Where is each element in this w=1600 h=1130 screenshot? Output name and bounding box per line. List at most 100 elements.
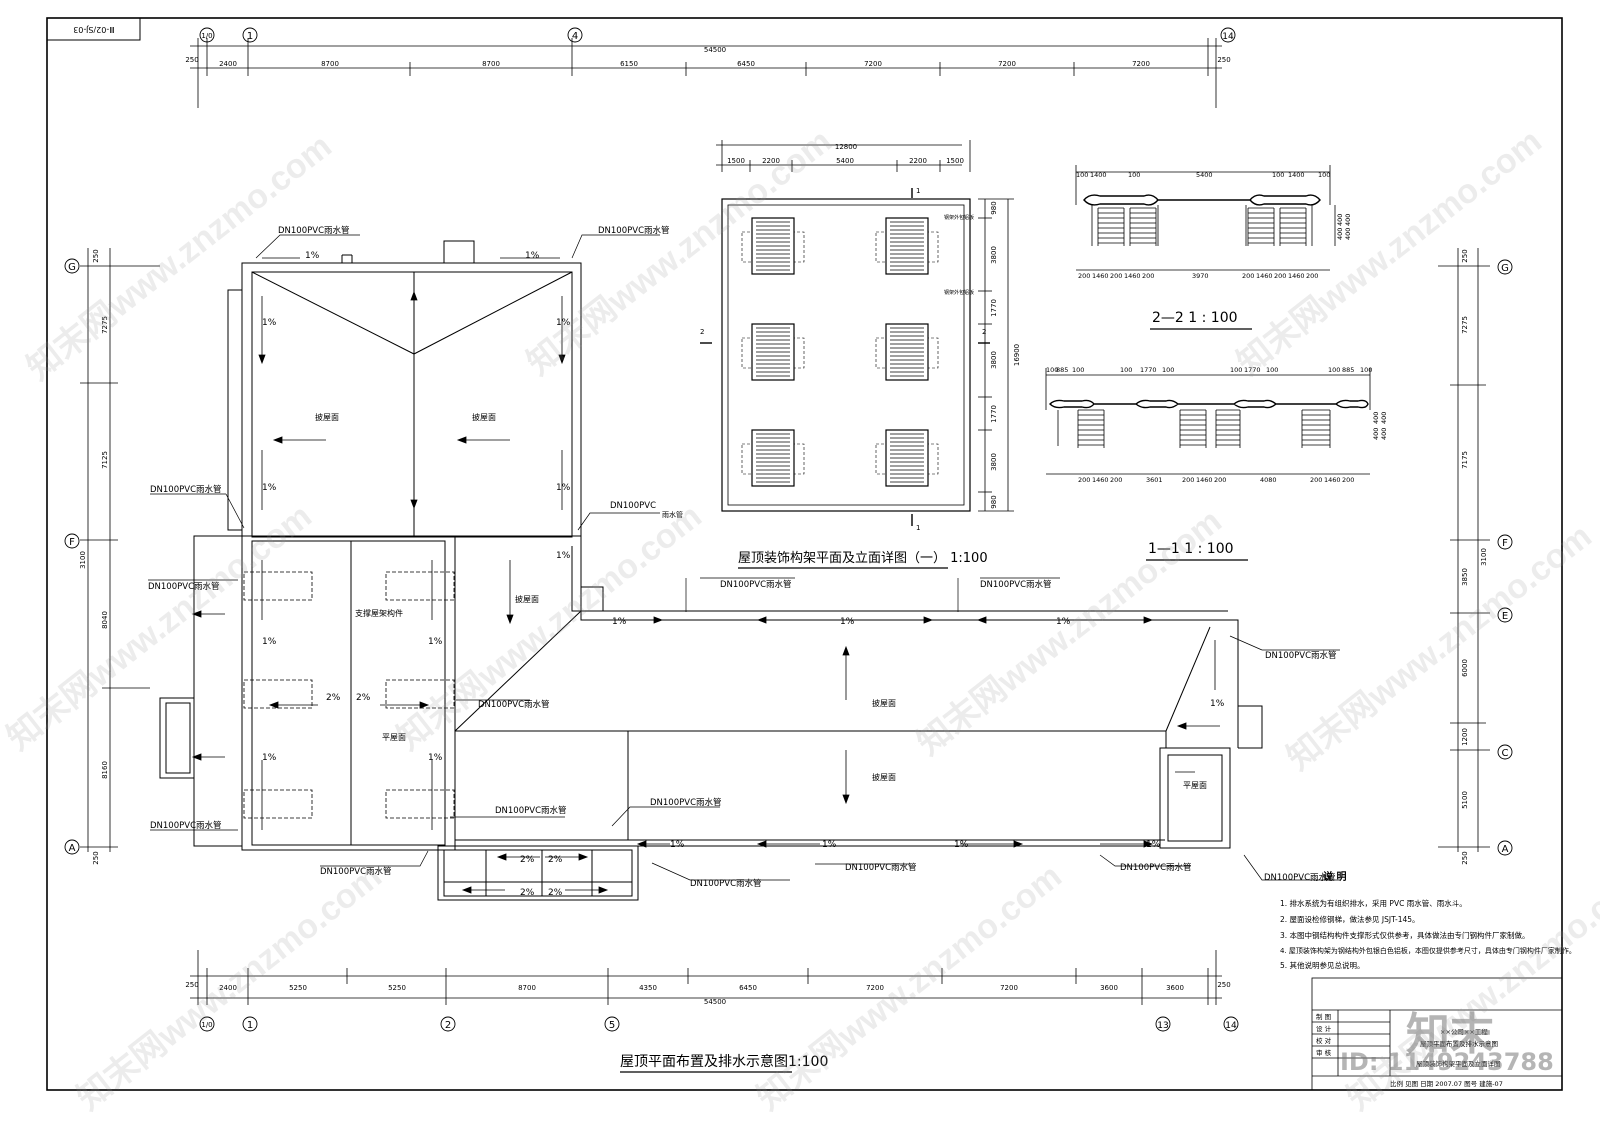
svg-text:3600: 3600 [1100,984,1118,992]
svg-text:8700: 8700 [482,60,500,68]
svg-text:披屋面: 披屋面 [872,772,896,782]
svg-text:DN100PVC雨水管: DN100PVC雨水管 [1265,650,1337,661]
svg-text:支撑屋架构件: 支撑屋架构件 [355,608,403,618]
svg-text:4350: 4350 [639,984,657,992]
svg-text:6000: 6000 [1461,659,1469,677]
pipe-labels: DN100PVC雨水管 DN100PVC雨水管 DN100PVC雨水管 DN10… [148,225,1337,889]
svg-text:1200: 1200 [1461,728,1469,746]
slat-group [1077,409,1105,448]
section-2-2 [1075,165,1336,271]
svg-text:钢架外包铝板: 钢架外包铝板 [944,289,974,296]
grid-label: 1/0 [201,32,212,40]
section-1-1-title: 1—1 1 : 100 [1148,541,1234,557]
svg-text:3100: 3100 [79,551,87,569]
detail-title: 屋顶装饰构架平面及立面详图（一） 1:100 [738,551,988,566]
svg-text:1770: 1770 [990,405,998,423]
svg-text:7200: 7200 [998,60,1016,68]
svg-text:1500: 1500 [727,157,745,165]
svg-text:250: 250 [92,249,100,262]
svg-text:7200: 7200 [864,60,882,68]
section-2-2-slats [1097,207,1307,246]
svg-text:DN100PVC雨水管: DN100PVC雨水管 [598,225,670,236]
svg-text:2200: 2200 [762,157,780,165]
svg-text:A: A [1502,844,1509,855]
grid-label: 4 [572,31,578,42]
svg-text:7200: 7200 [1132,60,1150,68]
svg-text:DN100PVC雨水管: DN100PVC雨水管 [320,866,392,877]
svg-text:DN100PVC雨水管: DN100PVC雨水管 [478,699,550,710]
bottom-total-dimension: 54500 [704,998,726,1006]
slat-group [1279,207,1307,246]
svg-text:披屋面: 披屋面 [315,412,339,422]
note-item: 3. 本图中钢结构构件支撑形式仅供参考，具体做法由专门钢构件厂家制做。 [1280,930,1530,940]
svg-text:5: 5 [609,1020,615,1031]
svg-text:5100: 5100 [1461,791,1469,809]
title-block [1311,977,1563,1091]
svg-text:200: 200 [1274,272,1286,280]
svg-text:××公司××工程: ××公司××工程 [1440,1027,1488,1036]
svg-text:250: 250 [185,56,198,64]
svg-text:3100: 3100 [1480,548,1488,566]
section-1-1-slats [1077,409,1331,448]
slat-group [1215,409,1241,448]
note-item: 5. 其他说明参见总说明。 [1280,960,1365,970]
svg-text:制 图: 制 图 [1316,1012,1331,1021]
top-total-dimension: 54500 [704,46,726,54]
svg-text:1770: 1770 [1140,366,1157,374]
svg-text:2%: 2% [548,855,563,865]
svg-text:3970: 3970 [1192,272,1209,280]
svg-text:1460: 1460 [1256,272,1273,280]
svg-text:雨水管: 雨水管 [662,510,683,519]
svg-text:100: 100 [1162,366,1174,374]
svg-text:12800: 12800 [835,143,857,151]
svg-text:200: 200 [1078,476,1090,484]
svg-text:6150: 6150 [620,60,638,68]
svg-text:1%: 1% [822,840,837,850]
svg-text:DN100PVC雨水管: DN100PVC雨水管 [720,579,792,590]
svg-text:DN100PVC雨水管: DN100PVC雨水管 [150,820,222,831]
slat-group [1179,409,1207,448]
svg-text:1400: 1400 [1090,171,1107,179]
louver-panel [741,323,805,381]
svg-text:DN100PVC雨水管: DN100PVC雨水管 [278,225,350,236]
svg-text:13: 13 [1157,1021,1168,1031]
svg-text:6450: 6450 [737,60,755,68]
svg-text:1%: 1% [556,483,571,493]
section-1-1 [1045,368,1371,475]
svg-text:3600: 3600 [1166,984,1184,992]
svg-text:400: 400 [1344,228,1352,240]
svg-text:1%: 1% [556,318,571,328]
svg-text:400: 400 [1344,214,1352,226]
support-frames [243,571,455,819]
svg-text:250: 250 [185,981,198,989]
section-2-2-title: 2—2 1 : 100 [1152,310,1238,326]
notes-title: 说 明 [1323,870,1346,883]
svg-text:G: G [1501,263,1509,274]
svg-text:1770: 1770 [990,299,998,317]
svg-text:200: 200 [1110,272,1122,280]
svg-text:2%: 2% [326,693,341,703]
svg-text:8040: 8040 [101,611,109,629]
svg-text:200: 200 [1306,272,1318,280]
right-dimension-chain [1438,248,1490,852]
louver-panel [741,217,805,275]
svg-text:DN100PVC雨水管: DN100PVC雨水管 [1120,862,1192,873]
svg-text:1770: 1770 [1244,366,1261,374]
svg-text:7275: 7275 [1461,316,1469,334]
svg-text:3850: 3850 [1461,568,1469,586]
svg-text:200: 200 [1214,476,1226,484]
slat-group [1097,207,1125,246]
svg-text:2200: 2200 [909,157,927,165]
svg-text:1: 1 [916,187,920,195]
svg-text:1/0: 1/0 [201,1021,212,1029]
svg-text:400: 400 [1336,228,1344,240]
svg-text:2: 2 [982,328,986,336]
right-grid-bubbles: G F E C A [1497,259,1513,856]
section-1-1-texts: 100 885 100 100 1770 100 100 1770 100 10… [1046,366,1388,484]
left-grid-bubbles: G F A [64,258,80,855]
slat-group [1301,409,1331,448]
svg-text:200: 200 [1110,476,1122,484]
roof-area-labels: 披屋面 披屋面 披屋面 披屋面 披屋面 平屋面 平屋面 支撑屋架构件 [315,412,1207,790]
svg-text:DN100PVC雨水管: DN100PVC雨水管 [650,797,722,808]
svg-text:1%: 1% [525,251,540,261]
